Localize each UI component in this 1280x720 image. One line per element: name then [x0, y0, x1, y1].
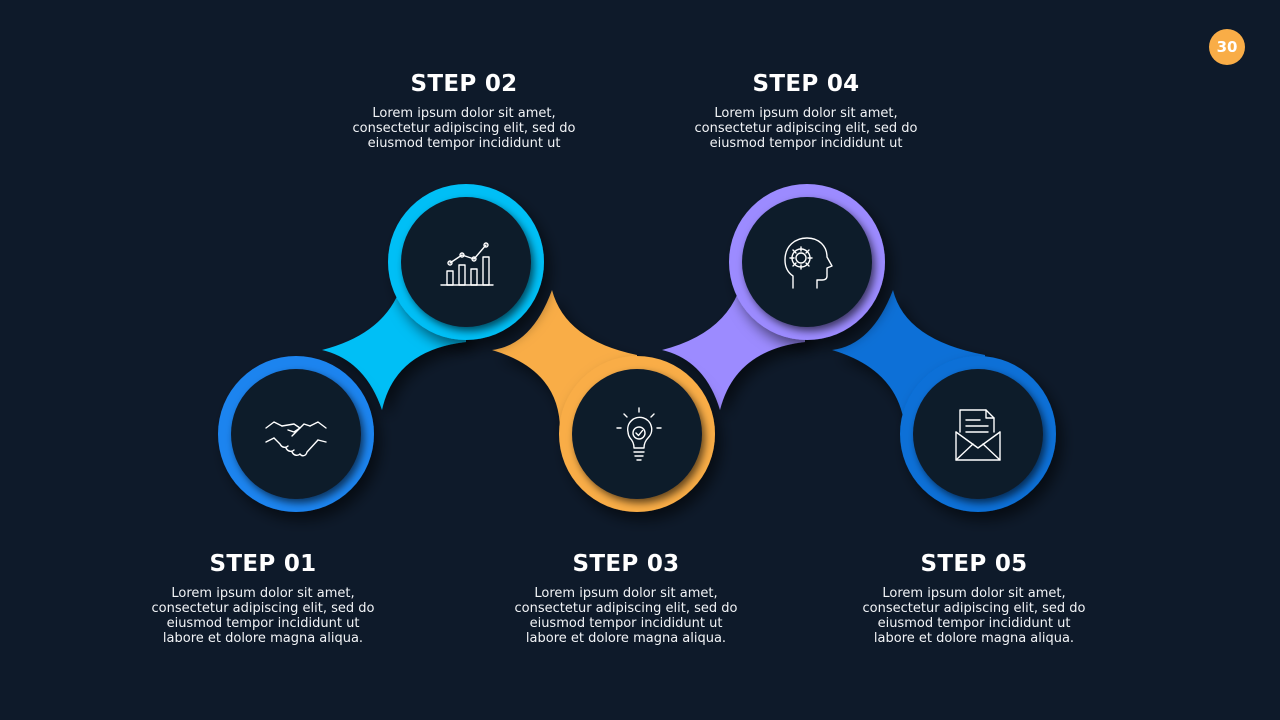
- chart-growth-icon: [440, 242, 494, 286]
- step-02-text: STEP 02 Lorem ipsum dolor sit amet, cons…: [324, 71, 604, 151]
- step-04-title: STEP 04: [752, 71, 860, 97]
- step-01-shape: [218, 356, 374, 512]
- step-05-text: STEP 05 Lorem ipsum dolor sit amet, cons…: [834, 551, 1114, 646]
- step-03-description: Lorem ipsum dolor sit amet, consectetur …: [514, 586, 738, 646]
- step-03-title: STEP 03: [572, 551, 680, 577]
- step-05-shape: [832, 290, 1056, 512]
- step-01-inner-disc: [231, 369, 361, 499]
- step-02-shape: [322, 184, 544, 410]
- lightbulb-icon: [616, 407, 662, 461]
- step-01-text: STEP 01 Lorem ipsum dolor sit amet, cons…: [123, 551, 403, 646]
- step-01-description: Lorem ipsum dolor sit amet, consectetur …: [151, 586, 375, 646]
- step-05-description: Lorem ipsum dolor sit amet, consectetur …: [862, 586, 1086, 646]
- step-04-text: STEP 04 Lorem ipsum dolor sit amet, cons…: [666, 71, 946, 151]
- step-02-inner-disc: [401, 197, 531, 327]
- step-05-title: STEP 05: [920, 551, 1028, 577]
- step-04-inner-disc: [742, 197, 872, 327]
- step-05-inner-disc: [913, 369, 1043, 499]
- handshake-icon: [265, 421, 327, 457]
- page-number-badge: 30: [1209, 29, 1245, 65]
- step-01-title: STEP 01: [209, 551, 317, 577]
- step-03-text: STEP 03 Lorem ipsum dolor sit amet, cons…: [486, 551, 766, 646]
- step-04-description: Lorem ipsum dolor sit amet, consectetur …: [694, 106, 918, 151]
- step-02-title: STEP 02: [410, 71, 518, 97]
- step-02-description: Lorem ipsum dolor sit amet, consectetur …: [352, 106, 576, 151]
- envelope-document-icon: [955, 409, 1001, 461]
- step-04-shape: [662, 184, 885, 410]
- step-03-shape: [492, 290, 715, 512]
- head-gear-icon: [784, 237, 833, 289]
